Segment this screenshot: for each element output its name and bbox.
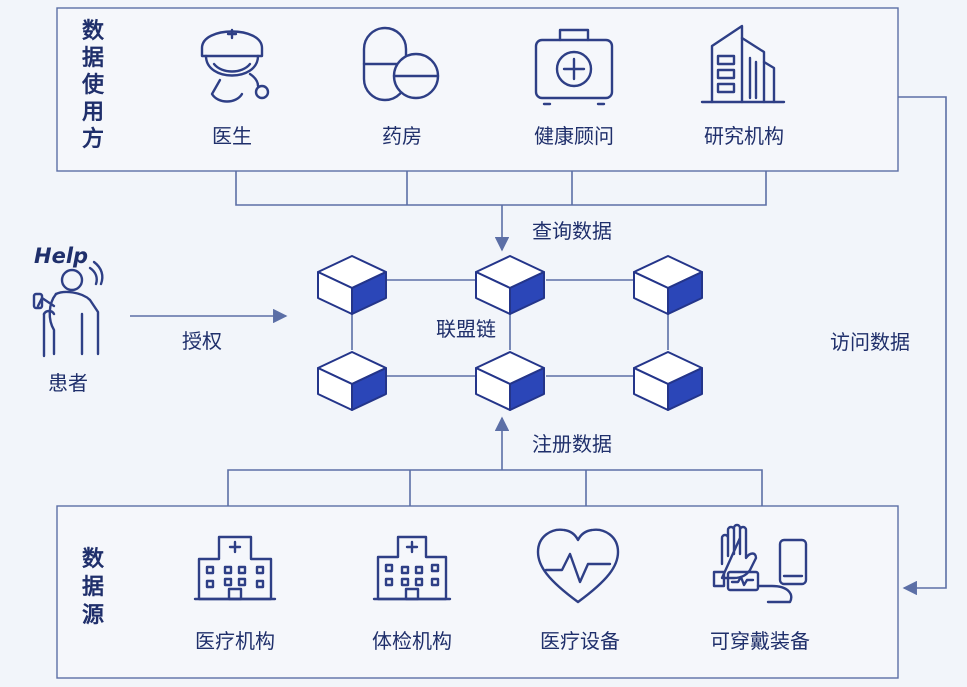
doctor-icon	[200, 28, 270, 103]
consumers-title-char-0: 数	[82, 18, 105, 44]
source-label-0: 医疗机构	[195, 629, 275, 653]
hospital-icon	[193, 535, 277, 601]
consumers-title-char-2: 使	[81, 73, 105, 98]
heart-pulse-icon	[536, 528, 620, 604]
query-connector	[235, 171, 767, 252]
block-cube-icon	[475, 351, 545, 411]
block-cube-icon	[633, 351, 703, 411]
pill-icon	[362, 26, 440, 102]
query-data-label: 查询数据	[532, 219, 612, 243]
block-cube-icon	[317, 351, 387, 411]
elderly-patient-icon	[32, 260, 104, 358]
help-text: Help	[34, 244, 88, 268]
block-cube-icon	[633, 255, 703, 315]
building-icon	[700, 24, 786, 104]
block-cube-icon	[475, 255, 545, 315]
consumers-title-char-4: 方	[82, 126, 104, 152]
patient-label: 患者	[48, 371, 88, 395]
consortium-chain	[317, 255, 703, 411]
consumers-title-char-1: 据	[82, 46, 104, 71]
consumers-title-char-3: 用	[82, 100, 104, 125]
consumer-label-0: 医生	[212, 124, 252, 148]
clinic-icon	[372, 535, 452, 601]
block-cube-icon	[317, 255, 387, 315]
consumer-label-1: 药房	[382, 124, 422, 148]
sources-title-char-0: 数	[82, 546, 105, 572]
sources-title-char-2: 源	[82, 603, 104, 628]
sources-title: 数 据 源	[82, 546, 112, 628]
wearable-device-icon	[712, 523, 808, 604]
source-label-3: 可穿戴装备	[710, 629, 810, 653]
access-data-label: 访问数据	[830, 330, 910, 354]
source-label-1: 体检机构	[372, 629, 452, 653]
sources-panel	[56, 505, 899, 679]
chain-label: 联盟链	[436, 317, 496, 341]
authorize-label: 授权	[182, 329, 222, 353]
consumers-title: 数 据 使 用 方	[81, 18, 112, 152]
register-connector	[227, 416, 763, 506]
consumer-label-3: 研究机构	[704, 124, 784, 148]
register-data-label: 注册数据	[532, 432, 612, 456]
sources-title-char-1: 据	[82, 575, 104, 600]
medical-kit-icon	[534, 28, 614, 106]
access-arrow	[898, 96, 947, 596]
consumer-label-2: 健康顾问	[534, 124, 614, 148]
source-label-2: 医疗设备	[540, 629, 620, 653]
consumers-panel	[56, 7, 899, 172]
